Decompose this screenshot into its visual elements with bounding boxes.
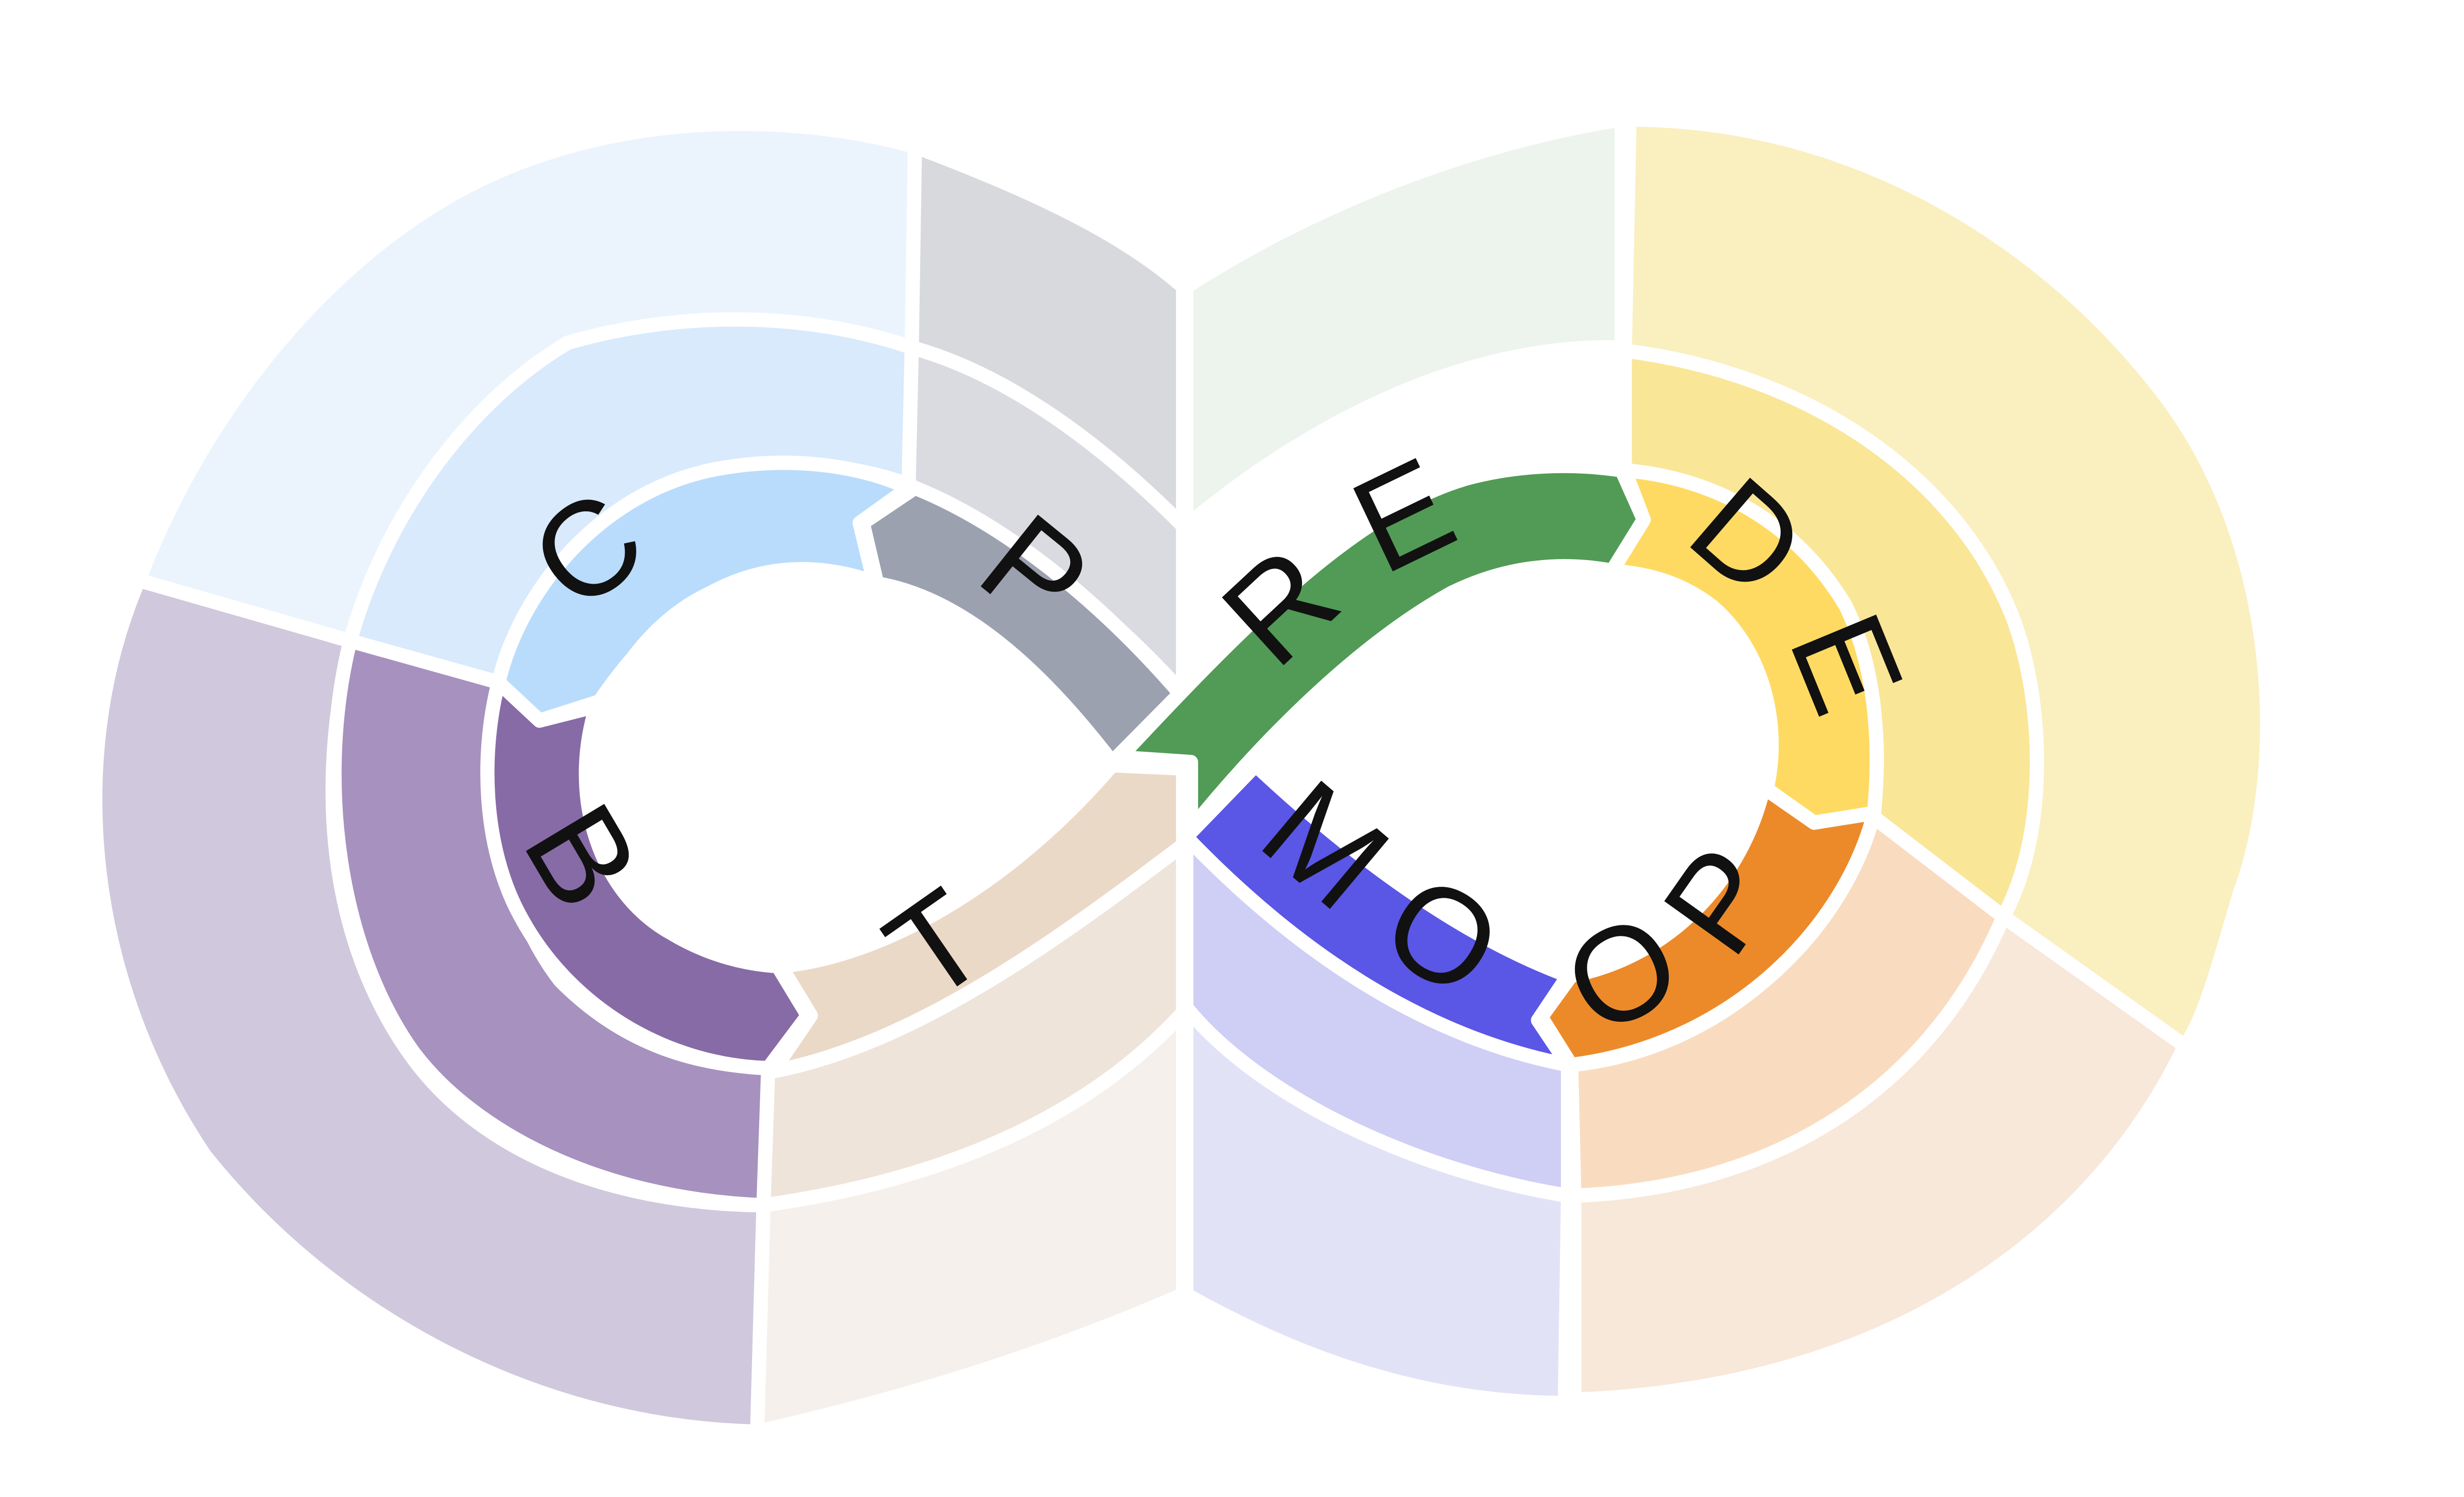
- center-holes: [586, 566, 1771, 976]
- left-hole: [586, 571, 1112, 967]
- right-hole: [1191, 566, 1771, 976]
- test-arrow-segment: [766, 758, 1191, 1079]
